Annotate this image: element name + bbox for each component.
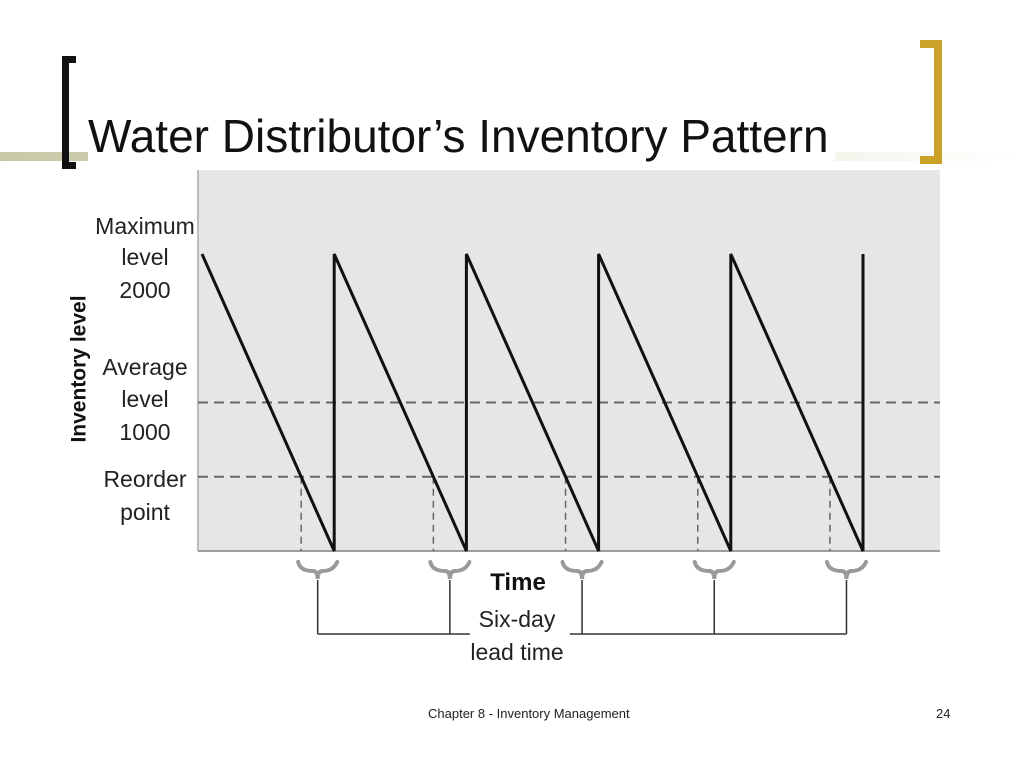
label-max-line3: 2000: [119, 277, 170, 303]
title-bracket-right: [920, 40, 942, 164]
y-axis-label: Inventory level: [68, 295, 91, 442]
lead-time-brace: [560, 560, 604, 580]
footer-page-number: 24: [936, 706, 951, 721]
lead-time-label-line2: lead time: [470, 639, 563, 665]
lead-time-brace: [428, 560, 472, 580]
label-avg-line3: 1000: [119, 419, 170, 445]
label-max-line1: Maximum: [95, 213, 195, 239]
title-bracket-left: [62, 56, 76, 169]
lead-time-label-line1: Six-day: [479, 606, 556, 632]
lead-time-brace: [296, 560, 340, 580]
series-inventory-line: [200, 253, 865, 552]
footer-chapter: Chapter 8 - Inventory Management: [428, 706, 630, 721]
label-max-line2: level: [121, 244, 168, 270]
label-avg-line2: level: [121, 386, 168, 412]
label-reorder-line1: Reorder: [103, 466, 186, 492]
lead-time-brace: [824, 560, 868, 580]
slide-title: Water Distributor’s Inventory Pattern: [88, 106, 835, 166]
label-reorder-line2: point: [120, 499, 170, 525]
lead-time-brace: [692, 560, 736, 580]
label-avg-line1: Average: [102, 354, 187, 380]
x-axis-label: Time: [490, 569, 546, 596]
